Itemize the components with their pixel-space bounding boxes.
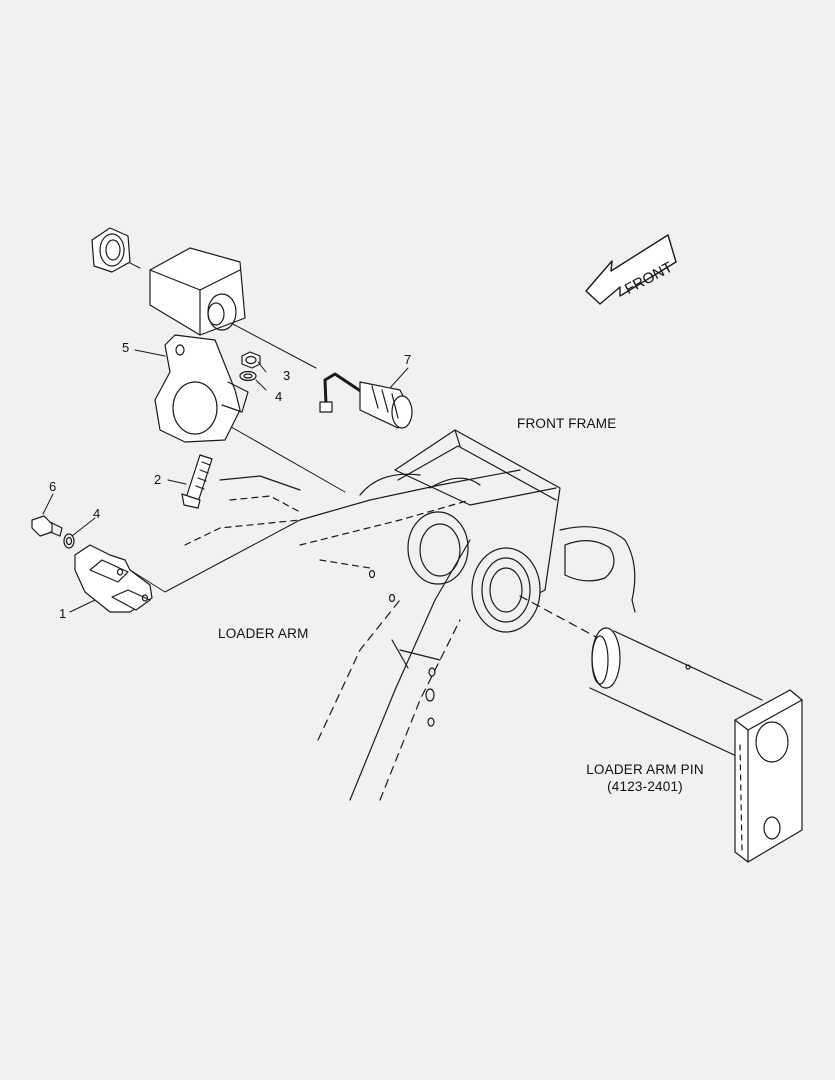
callout-2: 2 (154, 472, 162, 487)
plate-part-1 (74, 544, 153, 613)
loader-arm-pin-label-group: LOADER ARM PIN (4123-2401) (580, 762, 710, 794)
sensor-switch-part-7 (319, 372, 413, 429)
callout-1: 1 (59, 606, 67, 621)
rubber-block (149, 247, 246, 336)
callout-4-lower: 4 (93, 506, 101, 521)
front-frame (359, 429, 636, 633)
callout-7: 7 (404, 352, 412, 367)
callout-6: 6 (49, 479, 57, 494)
washer-part-4-lower (63, 533, 75, 549)
callout-3: 3 (283, 368, 291, 383)
front-arrow: FRONT (585, 234, 677, 305)
front-frame-label: FRONT FRAME (517, 416, 617, 431)
callout-5: 5 (122, 340, 130, 355)
bolt-part-6 (31, 515, 63, 537)
bolt-part-2 (181, 454, 213, 509)
washer-part-4-upper (239, 370, 257, 382)
loader-arm-pin (519, 595, 803, 863)
nut-part-3 (241, 351, 261, 369)
loader-arm-pin-ref: (4123-2401) (607, 779, 683, 794)
callout-leaders (42, 349, 409, 613)
bracket-part-5 (154, 334, 249, 443)
loader-arm-label: LOADER ARM (218, 626, 309, 641)
loader-arm-pin-label: LOADER ARM PIN (586, 762, 704, 777)
callout-4-upper: 4 (275, 389, 283, 404)
hex-nut (91, 227, 131, 273)
